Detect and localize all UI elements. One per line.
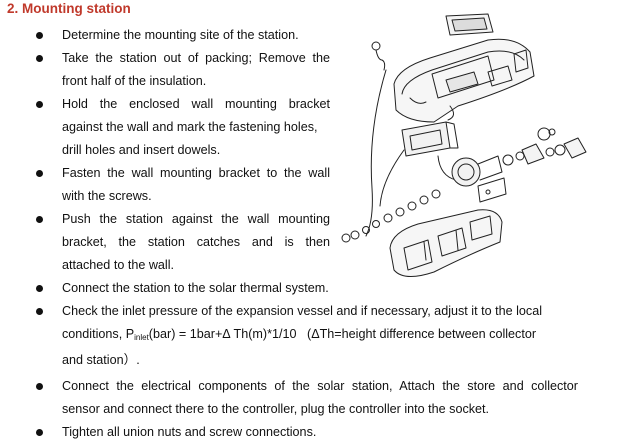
step-4-line-2: with the screws. bbox=[62, 189, 152, 203]
step-6-text: Connect the station to the solar thermal… bbox=[62, 277, 329, 300]
step-3-line-3: drill holes and insert dowels. bbox=[62, 143, 221, 157]
step-1-text: Determine the mounting site of the stati… bbox=[62, 24, 299, 47]
bullet bbox=[36, 55, 43, 62]
bullet bbox=[36, 429, 43, 436]
step-7-text: Check the inlet pressure of the expansio… bbox=[62, 300, 578, 372]
controller-box bbox=[401, 121, 459, 157]
bullet bbox=[36, 308, 43, 315]
step-5-text: Push the station against the wall mounti… bbox=[62, 208, 330, 277]
bullet bbox=[36, 170, 43, 177]
step-2-line-2: front half of the insulation. bbox=[62, 74, 207, 88]
step-6-line-1: Connect the station to the solar thermal… bbox=[62, 281, 329, 295]
step-3-line-2: against the wall and mark the fastening … bbox=[62, 120, 318, 134]
step-7-line-1: Check the inlet pressure of the expansio… bbox=[62, 304, 542, 318]
step-2-line-1: Take the station out of packing; Remove … bbox=[62, 51, 330, 65]
bullet bbox=[36, 32, 43, 39]
step-7-line-2: conditions, Pinlet(bar) = 1bar+Δ Th(m)*1… bbox=[62, 323, 578, 349]
step-5-line-1: Push the station against the wall mounti… bbox=[62, 212, 330, 226]
cable bbox=[379, 149, 405, 207]
step-7-line-3: and station）. bbox=[62, 353, 140, 367]
step-3-text: Hold the enclosed wall mounting bracket … bbox=[62, 93, 330, 162]
step-7-line-2-b: (bar) = 1bar+Δ Th(m)*1/10 (ΔTh=height di… bbox=[148, 327, 537, 341]
step-9-text: Tighten all union nuts and screw connect… bbox=[62, 421, 316, 444]
rear-insulation bbox=[389, 209, 503, 277]
bullet bbox=[36, 383, 43, 390]
step-5-line-3: attached to the wall. bbox=[62, 258, 175, 272]
bullet bbox=[36, 285, 43, 292]
pump-assembly bbox=[451, 127, 587, 187]
step-8-line-2: sensor and connect there to the controll… bbox=[62, 402, 490, 416]
step-8-text: Connect the electrical components of the… bbox=[62, 375, 578, 421]
step-4-line-1: Fasten the wall mounting bracket to the … bbox=[62, 166, 330, 180]
step-2-text: Take the station out of packing; Remove … bbox=[62, 47, 330, 93]
bracket-piece bbox=[477, 177, 507, 203]
step-4-text: Fasten the wall mounting bracket to the … bbox=[62, 162, 330, 208]
step-3-line-1: Hold the enclosed wall mounting bracket bbox=[62, 97, 330, 111]
step-5-line-2: bracket, the station catches and is then bbox=[62, 235, 330, 249]
fittings-chain bbox=[341, 189, 441, 243]
bullet bbox=[36, 216, 43, 223]
step-9-line-1: Tighten all union nuts and screw connect… bbox=[62, 425, 317, 439]
step-7-line-2-a: conditions, P bbox=[62, 327, 135, 341]
sensor-probe bbox=[371, 41, 386, 71]
step-8-line-1: Connect the electrical components of the… bbox=[62, 379, 578, 393]
front-insulation bbox=[393, 38, 535, 123]
bullet bbox=[36, 101, 43, 108]
section-heading: 2. Mounting station bbox=[7, 1, 131, 16]
inlet-subscript: inlet bbox=[134, 333, 149, 342]
station-exploded-diagram bbox=[341, 13, 587, 277]
controller-display bbox=[445, 13, 494, 36]
step-1-line-1: Determine the mounting site of the stati… bbox=[62, 28, 299, 42]
cable bbox=[365, 69, 387, 237]
